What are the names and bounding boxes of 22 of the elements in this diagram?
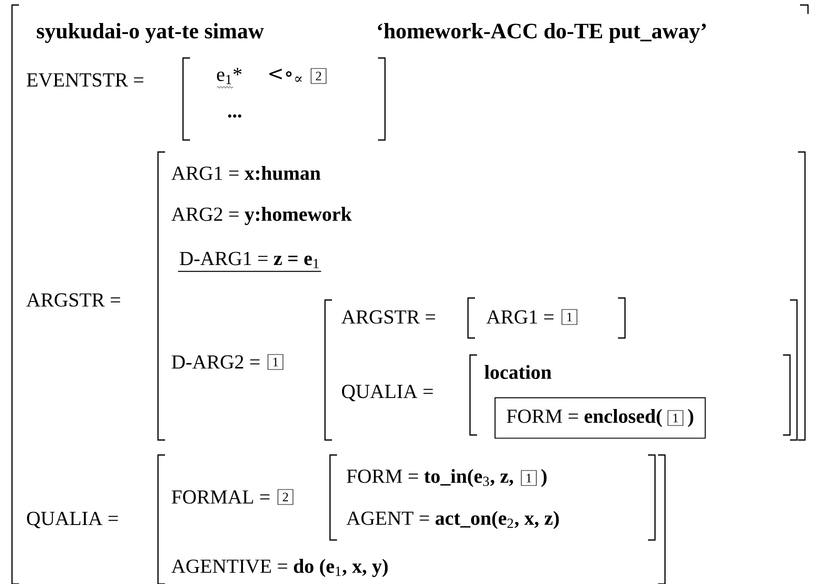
avm-text: EVENTSTR = [26, 73, 144, 87]
avm-text: AGENTIVE = do (e$_{1}$, x, y) [171, 558, 388, 578]
avm-text: ARGSTR = [341, 310, 436, 324]
avm-text: e$_{1}$* [216, 68, 242, 84]
avm-text: location [484, 364, 552, 379]
avm-text: ARG2 = y:homework [171, 206, 352, 226]
avm-text: AGENT = act_on(e$_{2}$, x, z) [346, 510, 559, 530]
tag-box: 1 [562, 309, 578, 325]
avm-text: ... [228, 114, 242, 118]
tag-box: 1 [268, 354, 284, 370]
avm-text: QUALIA = [27, 512, 118, 528]
tag-box: 1 [668, 410, 684, 426]
boxed-value: FORM = enclosed( 1 ) [494, 397, 706, 439]
tag-box: 1 [521, 470, 537, 486]
avm-text: ‘homework-ACC do-TE put_away’ [378, 23, 706, 43]
tag-box: 2 [278, 489, 294, 505]
avm-text: <∘$_{∝}$ [269, 68, 302, 82]
tag-box: 2 [310, 68, 326, 84]
avm-text: D-ARG1 = z = e$_{1}$ [180, 252, 319, 268]
avm-text: ARGSTR = [26, 293, 120, 307]
avm-text: ARG1 = x:human [171, 166, 321, 180]
avm-text: QUALIA = [342, 384, 433, 402]
